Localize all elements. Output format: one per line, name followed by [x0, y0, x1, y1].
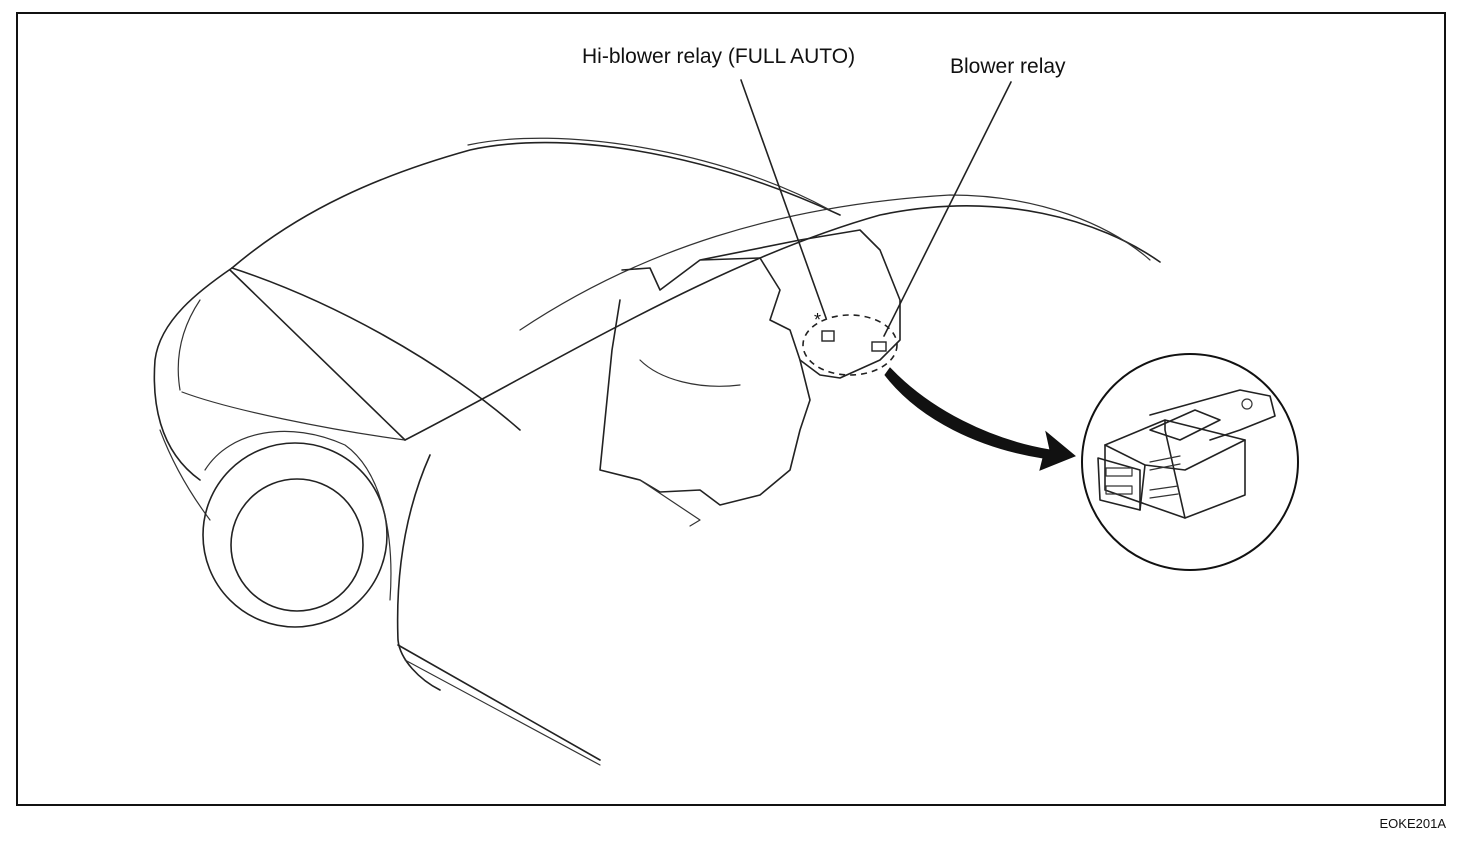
hood-upper-edge — [231, 267, 521, 431]
blower-leader-line — [883, 81, 1012, 337]
hi-blower-relay-box — [821, 330, 835, 342]
front-bumper — [153, 267, 233, 481]
figure-code: EOKE201A — [1379, 816, 1447, 831]
blower-relay-label: Blower relay — [950, 55, 1066, 78]
star-marker: * — [814, 310, 821, 330]
relay-detail-drawing — [1097, 389, 1276, 519]
wheel-rim — [230, 478, 364, 612]
hi-blower-relay-label: Hi-blower relay (FULL AUTO) — [582, 45, 856, 68]
relay-location-circle — [802, 314, 898, 376]
roof-outline — [231, 141, 841, 269]
fender-edge — [396, 454, 441, 691]
beltline — [404, 205, 1161, 441]
hvac-unit — [621, 229, 901, 379]
hi-blower-leader-line — [740, 79, 827, 319]
blower-relay-box — [871, 341, 887, 352]
front-wheel — [202, 442, 388, 628]
detail-arrow — [884, 367, 1076, 471]
